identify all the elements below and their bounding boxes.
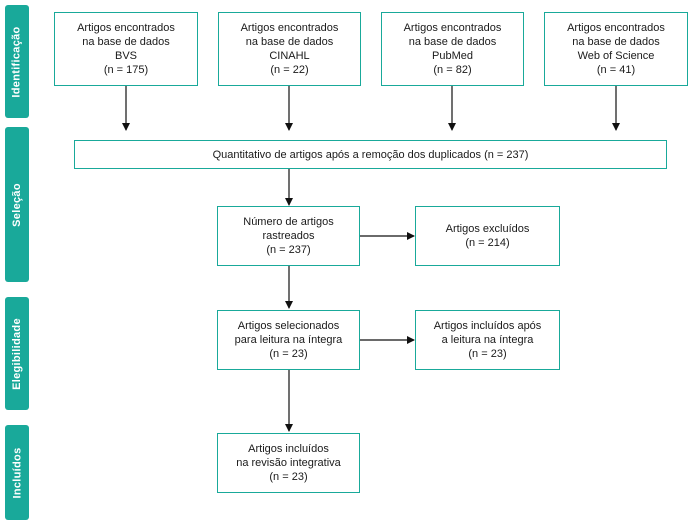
- box-selecionados-line3: (n = 23): [269, 348, 308, 360]
- box-excluidos: Artigos excluídos (n = 214): [415, 206, 560, 266]
- box-rastreados: Número de artigos rastreados (n = 237): [217, 206, 360, 266]
- box-bvs-line1: Artigos encontrados: [77, 22, 175, 34]
- box-bvs-line4: (n = 175): [103, 64, 149, 76]
- box-wos: Artigos encontrados na base de dados Web…: [544, 12, 688, 86]
- box-wos-line4: (n = 41): [596, 64, 636, 76]
- box-pubmed-line2: na base de dados: [408, 36, 497, 48]
- box-rastreados-line2: rastreados: [262, 230, 315, 242]
- box-selecionados-line1: Artigos selecionados: [237, 320, 340, 332]
- box-incluidos-leitura-line1: Artigos incluídos após: [433, 320, 542, 332]
- box-cinahl-line4: (n = 22): [270, 64, 309, 76]
- box-cinahl-line2: na base de dados: [245, 36, 334, 48]
- box-incluidos-revisao: Artigos incluídos na revisão integrativa…: [217, 433, 360, 493]
- box-pubmed-line4: (n = 82): [433, 64, 472, 76]
- box-incluidos-leitura: Artigos incluídos após a leitura na ínte…: [415, 310, 560, 370]
- box-incluidos-leitura-line2: a leitura na íntegra: [441, 334, 534, 346]
- box-cinahl-line1: Artigos encontrados: [240, 22, 339, 34]
- phase-identificacao: Identificação: [5, 5, 29, 118]
- box-incluidos-leitura-line3: (n = 23): [468, 348, 507, 360]
- box-excluidos-line2: (n = 214): [465, 237, 510, 249]
- box-cinahl-line3: CINAHL: [269, 50, 310, 62]
- box-pubmed: Artigos encontrados na base de dados Pub…: [381, 12, 524, 86]
- box-incluidos-revisao-line3: (n = 23): [269, 471, 308, 483]
- box-wos-line3: Web of Science: [577, 50, 655, 62]
- box-selecionados-line2: para leitura na íntegra: [234, 334, 343, 346]
- phase-elegibilidade: Elegibilidade: [5, 297, 29, 410]
- box-rastreados-line1: Número de artigos: [243, 216, 334, 228]
- box-pubmed-line3: PubMed: [432, 50, 473, 62]
- box-pubmed-line1: Artigos encontrados: [403, 22, 502, 34]
- box-selecionados: Artigos selecionados para leitura na ínt…: [217, 310, 360, 370]
- box-excluidos-line1: Artigos excluídos: [445, 223, 530, 235]
- box-bvs: Artigos encontrados na base de dados BVS…: [54, 12, 198, 86]
- box-incluidos-revisao-line1: Artigos incluídos: [248, 443, 329, 455]
- box-duplicados-line1: Quantitativo de artigos após a remoção d…: [212, 148, 529, 161]
- phase-selecao: Seleção: [5, 127, 29, 282]
- box-incluidos-revisao-line2: na revisão integrativa: [236, 457, 341, 469]
- box-bvs-line3: BVS: [114, 50, 137, 62]
- phase-incluidos: Incluídos: [5, 425, 29, 520]
- box-bvs-line2: na base de dados: [82, 36, 170, 48]
- box-cinahl: Artigos encontrados na base de dados CIN…: [218, 12, 361, 86]
- box-wos-line1: Artigos encontrados: [567, 22, 665, 34]
- box-wos-line2: na base de dados: [572, 36, 660, 48]
- box-duplicados: Quantitativo de artigos após a remoção d…: [74, 140, 667, 169]
- box-rastreados-line3: (n = 237): [266, 244, 311, 256]
